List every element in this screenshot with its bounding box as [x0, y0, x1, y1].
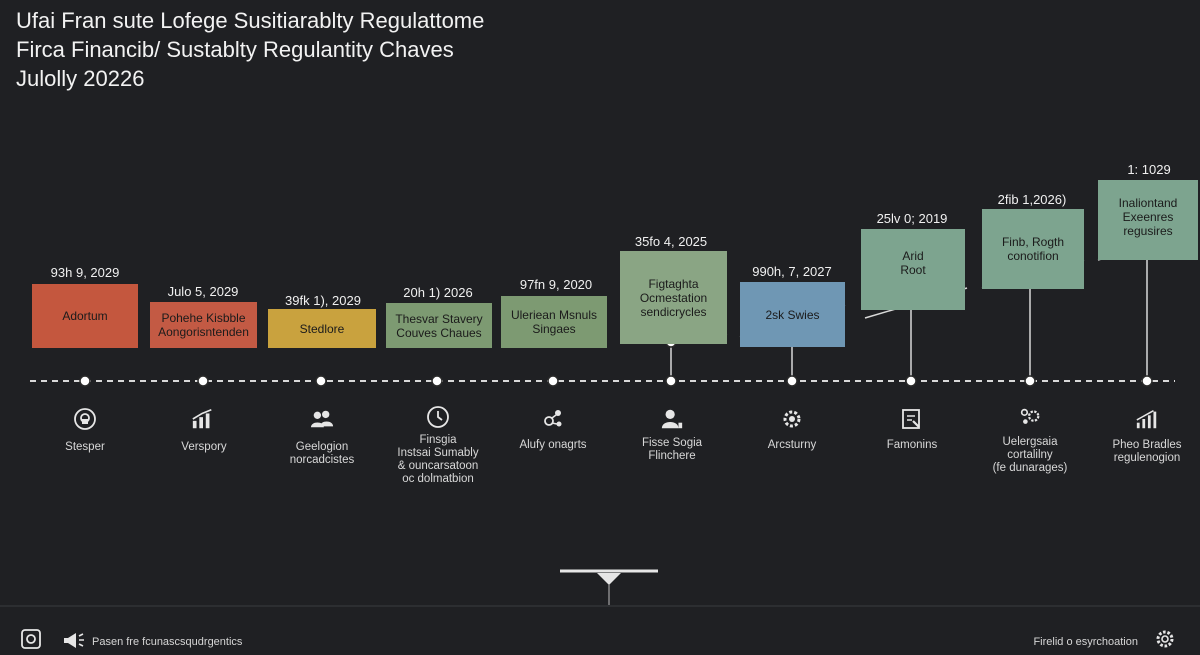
milestone-box-10[interactable]: Inaliontand Exeenres regusires [1098, 180, 1198, 260]
milestone-label-6: Fisse Sogia Flinchere [612, 437, 732, 463]
label-line: Pheo Bradles [1112, 439, 1182, 451]
document-icon [899, 407, 923, 431]
milestone-date-6: 35fo 4, 2025 [634, 234, 708, 249]
box-text: 2sk Swies [765, 307, 820, 322]
label-line: Arcsturny [767, 439, 817, 451]
box-text: regusires [1123, 224, 1173, 238]
box-text: Uleriean Msnuls [510, 308, 598, 322]
label-line: Fisse Sogia [641, 437, 703, 449]
milestone-date-2: Julo 5, 2029 [167, 284, 239, 299]
milestone-date-5: 97fn 9, 2020 [519, 277, 593, 292]
milestone-label-1: Stesper [25, 441, 145, 454]
timeline-node-9[interactable] [1024, 375, 1036, 387]
box-text: conotifion [1007, 249, 1059, 263]
timeline-node-8[interactable] [905, 375, 917, 387]
milestone-box-5[interactable]: Uleriean Msnuls Singaes [501, 296, 607, 348]
clock-icon [426, 405, 450, 429]
box-text: Singaes [532, 322, 576, 336]
box-text: sendicrycles [640, 304, 707, 319]
milestone-box-6[interactable]: Figtaghta Ocmestation sendicrycles [620, 251, 727, 344]
label-line: & ouncarsatoon [397, 460, 479, 472]
page-title: Ufai Fran sute Lofege Susitiarablty Regu… [16, 8, 485, 33]
timeline-node-5[interactable] [547, 375, 559, 387]
settings-cluster-icon [1018, 405, 1042, 429]
box-text: Couves Chaues [396, 325, 482, 340]
milestone-box-3[interactable]: Stedlore [268, 309, 376, 348]
growth-chart-icon [1135, 407, 1159, 431]
timeline-node-3[interactable] [315, 375, 327, 387]
milestone-box-4[interactable]: Thesvar Stavery Couves Chaues [386, 303, 492, 348]
footer-right-text: Firelid o esyrchoation [1033, 636, 1138, 648]
label-line: Famonins [886, 439, 938, 451]
milestone-box-7[interactable]: 2sk Swies [740, 282, 845, 347]
people-icon [310, 407, 334, 431]
label-line: regulenogion [1113, 452, 1181, 464]
footer-left-text: Pasen fre fcunascsqudrgentics [92, 636, 243, 648]
box-text: Arid [902, 249, 924, 263]
target-icon [73, 407, 97, 431]
milestone-label-9: Uelergsaia cortalilny (fe dunarages) [970, 436, 1090, 475]
box-text: Pohehe Kisbble [161, 311, 246, 325]
label-line: Geelogion [295, 441, 349, 453]
milestone-date-4: 20h 1) 2026 [403, 285, 473, 300]
box-text: Stedlore [299, 321, 345, 336]
box-text: Figtaghta [648, 276, 699, 291]
box-text: Exeenres [1122, 210, 1174, 224]
milestone-box-2[interactable]: Pohehe Kisbble Aongorisntenden [150, 302, 257, 348]
milestone-date-1: 93h 9, 2029 [50, 265, 120, 280]
milestone-box-9[interactable]: Finb, Rogth conotifion [982, 209, 1084, 289]
timeline-node-6[interactable] [665, 375, 677, 387]
timeline-node-1[interactable] [79, 375, 91, 387]
label-line: Instsai Sumably [397, 447, 479, 459]
bar-chart-icon [191, 407, 215, 431]
milestone-label-4: Finsgia Instsai Sumably & ouncarsatoon o… [378, 434, 498, 486]
milestone-date-10: 1: 1029 [1127, 162, 1171, 177]
milestone-label-8: Famonins [852, 439, 972, 452]
label-line: Finsgia [419, 434, 457, 446]
label-line: norcadcistes [289, 454, 355, 466]
timeline-node-4[interactable] [431, 375, 443, 387]
box-text: Root [900, 263, 926, 277]
milestone-label-3: Geelogion norcadcistes [262, 441, 382, 467]
timeline-node-10[interactable] [1141, 375, 1153, 387]
box-text: Inaliontand [1118, 196, 1178, 210]
milestone-box-1[interactable]: Adortum [32, 284, 138, 348]
box-text: Ocmestation [639, 290, 708, 305]
page-subtitle: Firca Financib/ Sustablty Regulantity Ch… [16, 37, 454, 62]
milestone-date-8: 25lv 0; 2019 [876, 211, 948, 226]
settings-gear-icon[interactable] [1154, 628, 1176, 650]
title-block: Ufai Fran sute Lofege Susitiarablty Regu… [16, 6, 484, 93]
label-line: oc dolmatbion [402, 473, 474, 485]
box-text: Aongorisntenden [158, 325, 249, 339]
page-date: Julolly 20226 [16, 66, 145, 91]
label-line: Uelergsaia [1002, 436, 1058, 448]
gear-icon [780, 407, 804, 431]
camera-icon[interactable] [20, 628, 42, 650]
milestone-box-8[interactable]: Arid Root [861, 229, 965, 310]
label-line: Alufy onagrts [519, 439, 587, 451]
box-text: Adortum [62, 309, 108, 323]
milestone-label-5: Alufy onagrts [493, 439, 613, 452]
label-line: cortalilny [1007, 449, 1053, 461]
milestone-date-7: 990h, 7, 2027 [752, 264, 832, 279]
megaphone-icon[interactable] [62, 630, 84, 652]
scroll-handle-arrow[interactable] [597, 573, 621, 585]
person-icon [660, 407, 684, 431]
molecule-icon [541, 407, 565, 431]
milestone-label-10: Pheo Bradles regulenogion [1087, 439, 1200, 465]
label-line: Stesper [65, 441, 105, 453]
timeline-node-2[interactable] [197, 375, 209, 387]
box-text: Finb, Rogth [1001, 235, 1065, 249]
label-line: Verspory [181, 441, 227, 453]
box-text: Thesvar Stavery [395, 311, 483, 326]
timeline-node-7[interactable] [786, 375, 798, 387]
milestone-date-3: 39fk 1), 2029 [285, 293, 361, 308]
milestone-date-9: 2fib 1,2026) [997, 192, 1067, 207]
milestone-label-7: Arcsturny [732, 439, 852, 452]
milestone-label-2: Verspory [144, 441, 264, 454]
label-line: (fe dunarages) [992, 462, 1068, 474]
label-line: Flinchere [648, 450, 696, 462]
